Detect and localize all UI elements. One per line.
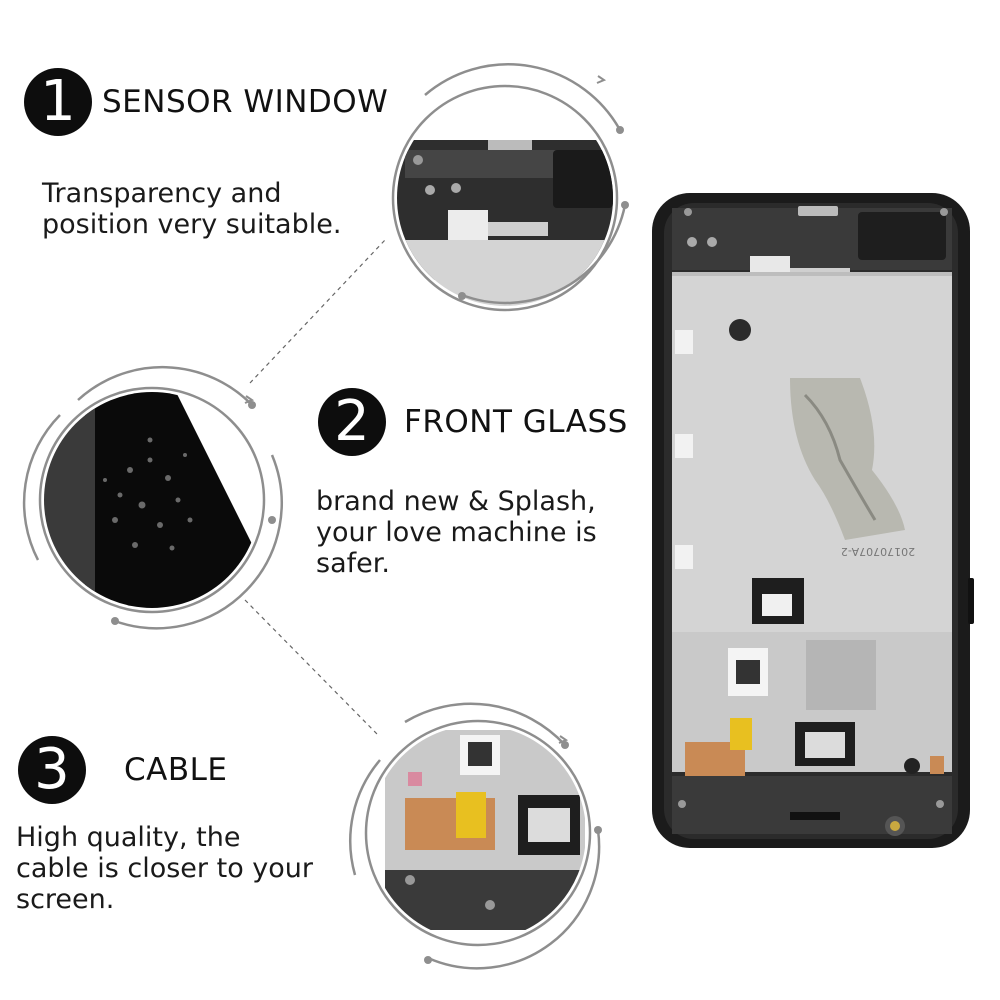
feature-1-number-badge: 1 <box>24 68 92 136</box>
board-code-label: 20170707A-2 <box>841 545 915 558</box>
screw-6 <box>936 800 944 808</box>
screw-1 <box>684 208 692 216</box>
bottom-component-area <box>672 776 952 834</box>
feature-3-title: CABLE <box>124 752 228 788</box>
zoom-circle-front-glass <box>22 365 283 630</box>
feature-2-description: brand new & Splash, your love machine is… <box>316 486 597 579</box>
leader-line-2 <box>244 599 379 736</box>
lower-shield <box>806 640 876 710</box>
adhesive-tab-2 <box>675 434 693 458</box>
lower-module-window <box>805 732 845 758</box>
leader-lines <box>244 239 386 736</box>
screw-2 <box>940 208 948 216</box>
bottom-sensor-dot <box>890 821 900 831</box>
side-button <box>968 578 974 624</box>
plate-edge <box>672 272 952 276</box>
sensor-slot <box>798 206 838 216</box>
bottom-slot <box>790 812 840 820</box>
feature-2-number-badge: 2 <box>318 388 386 456</box>
zoom-circle-sensor-window <box>391 63 629 312</box>
lower-qr-code <box>736 660 760 684</box>
screw-3 <box>687 237 697 247</box>
feature-3-number-badge: 3 <box>18 736 86 804</box>
graphite-sticker <box>790 378 905 540</box>
leader-line-1 <box>249 239 386 384</box>
adhesive-tab-1 <box>675 330 693 354</box>
feature-1-title: SENSOR WINDOW <box>102 84 389 120</box>
adhesive-tab-3 <box>675 545 693 569</box>
corner-pad <box>930 756 944 774</box>
screw-4 <box>707 237 717 247</box>
screw-5 <box>678 800 686 808</box>
phone-frame: 20170707A-2 <box>652 193 974 848</box>
feature-2-title: FRONT GLASS <box>404 404 628 440</box>
zoom-circle-cable <box>349 702 602 970</box>
feature-3-description: High quality, the cable is closer to you… <box>16 822 313 915</box>
plate-hole <box>729 319 751 341</box>
feature-1-description: Transparency and position very suitable. <box>42 178 342 240</box>
yellow-connector <box>730 718 752 750</box>
earpiece-module <box>858 212 946 260</box>
mid-qr-label <box>762 594 792 616</box>
lower-hole <box>904 758 920 774</box>
sticker-texture <box>803 393 877 521</box>
